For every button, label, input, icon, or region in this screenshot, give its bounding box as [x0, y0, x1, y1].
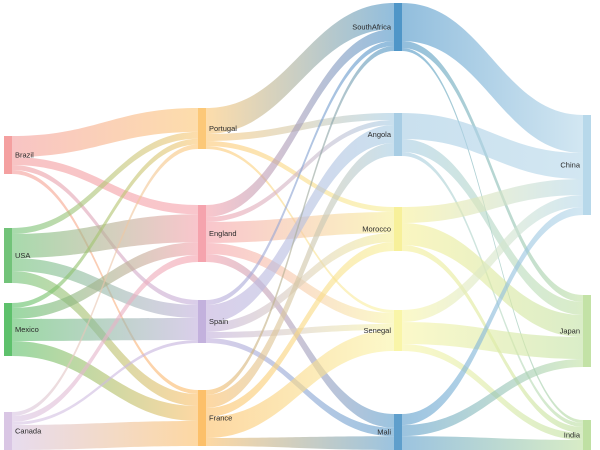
sankey-node-canada[interactable]: [4, 412, 12, 450]
sankey-link[interactable]: [12, 258, 198, 318]
sankey-link[interactable]: [402, 359, 583, 437]
sankey-link[interactable]: [206, 125, 394, 323]
sankey-link[interactable]: [206, 254, 394, 428]
sankey-link[interactable]: [12, 131, 198, 234]
sankey-link[interactable]: [12, 138, 198, 308]
sankey-link[interactable]: [12, 421, 198, 450]
node-label-angola: Angola: [368, 130, 392, 139]
nodes-layer: [4, 3, 591, 450]
sankey-link[interactable]: [206, 46, 394, 395]
sankey-node-southafrica[interactable]: [394, 3, 402, 51]
sankey-link[interactable]: [206, 436, 394, 450]
sankey-node-morocco[interactable]: [394, 207, 402, 251]
node-label-portugal: Portugal: [209, 124, 237, 133]
sankey-node-england[interactable]: [198, 205, 206, 262]
sankey-link[interactable]: [206, 242, 394, 417]
node-label-mexico: Mexico: [15, 325, 39, 334]
sankey-link[interactable]: [12, 108, 198, 157]
sankey-node-japan[interactable]: [583, 295, 591, 367]
sankey-link[interactable]: [402, 322, 583, 359]
node-label-england: England: [209, 229, 237, 238]
sankey-link[interactable]: [402, 113, 583, 179]
sankey-link[interactable]: [12, 255, 198, 422]
sankey-link[interactable]: [206, 41, 394, 305]
sankey-link[interactable]: [402, 195, 583, 322]
node-label-india: India: [564, 431, 581, 440]
sankey-link[interactable]: [402, 207, 583, 426]
sankey-link[interactable]: [402, 139, 583, 315]
sankey-node-portugal[interactable]: [198, 108, 206, 149]
sankey-link[interactable]: [402, 344, 583, 440]
sankey-link[interactable]: [12, 144, 198, 416]
sankey-node-mali[interactable]: [394, 414, 402, 450]
node-label-spain: Spain: [209, 317, 228, 326]
node-label-southafrica: SouthAfrica: [352, 23, 392, 32]
node-label-morocco: Morocco: [362, 225, 391, 234]
node-label-japan: Japan: [560, 327, 580, 336]
sankey-node-angola[interactable]: [394, 113, 402, 156]
sankey-node-france[interactable]: [198, 390, 206, 446]
node-label-france: France: [209, 414, 232, 423]
node-label-mali: Mali: [377, 428, 391, 437]
sankey-link[interactable]: [402, 223, 583, 337]
sankey-link[interactable]: [206, 143, 394, 408]
sankey-link[interactable]: [206, 29, 394, 217]
sankey-link[interactable]: [206, 330, 394, 438]
sankey-link[interactable]: [402, 179, 583, 223]
sankey-link[interactable]: [402, 41, 583, 302]
sankey-node-brazil[interactable]: [4, 136, 12, 174]
sankey-link[interactable]: [206, 233, 394, 332]
sankey-link[interactable]: [402, 48, 583, 423]
sankey-node-china[interactable]: [583, 115, 591, 215]
sankey-node-india[interactable]: [583, 420, 591, 450]
sankey-link[interactable]: [206, 3, 394, 134]
sankey-link[interactable]: [12, 214, 198, 258]
sankey-node-spain[interactable]: [198, 300, 206, 343]
sankey-link[interactable]: [12, 340, 198, 425]
sankey-link[interactable]: [402, 436, 583, 450]
node-label-canada: Canada: [15, 427, 42, 436]
node-label-usa: USA: [15, 251, 30, 260]
node-label-senegal: Senegal: [363, 326, 391, 335]
links-layer: [12, 3, 583, 450]
sankey-link[interactable]: [206, 141, 394, 212]
sankey-node-mexico[interactable]: [4, 303, 12, 356]
sankey-node-usa[interactable]: [4, 228, 12, 283]
node-label-china: China: [560, 161, 580, 170]
sankey-node-senegal[interactable]: [394, 310, 402, 351]
node-label-brazil: Brazil: [15, 151, 34, 160]
sankey-link[interactable]: [402, 3, 583, 153]
sankey-link[interactable]: [12, 318, 198, 341]
